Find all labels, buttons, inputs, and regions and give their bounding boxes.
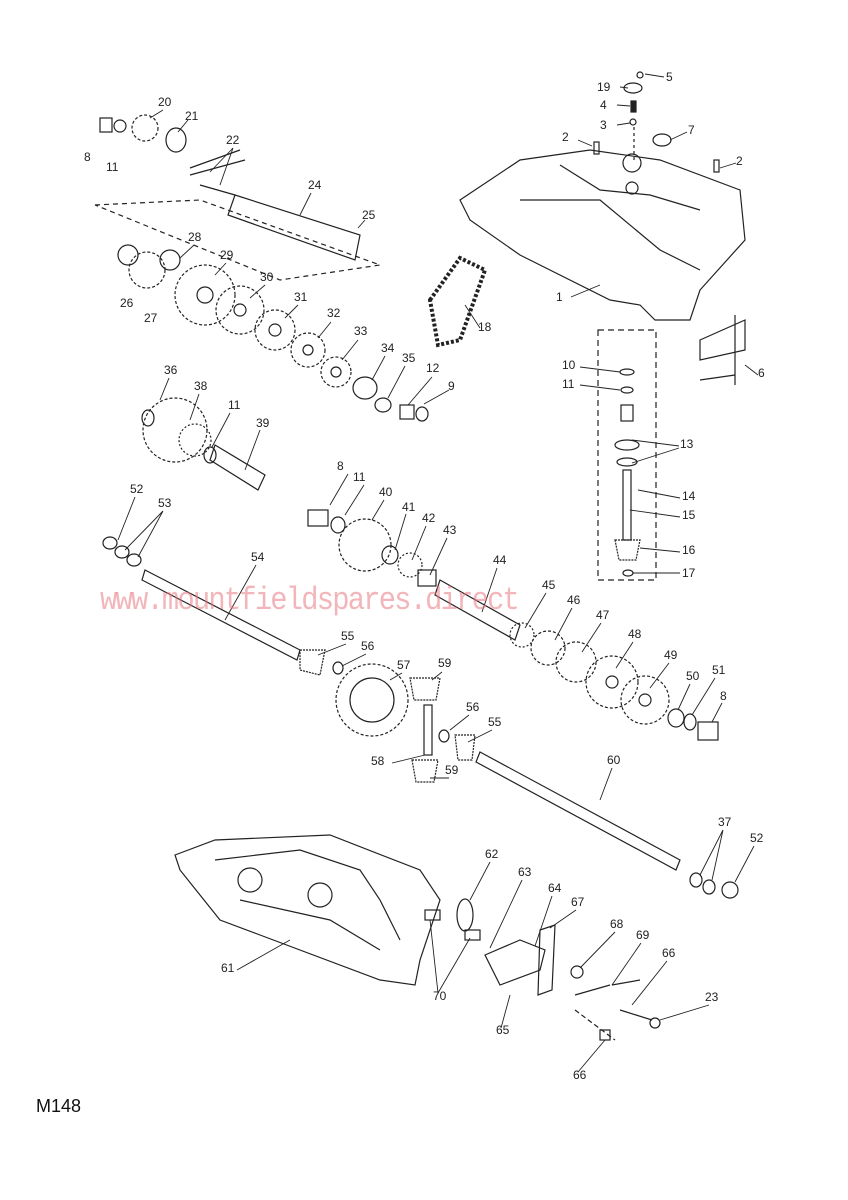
part-number-label: 45 [542, 578, 556, 592]
part-number-label: 23 [705, 990, 719, 1004]
part-number-label: 66 [662, 946, 676, 960]
part-number-label: 48 [628, 627, 642, 641]
part-number-label: 18 [478, 320, 492, 334]
part-number-label: 33 [354, 324, 368, 338]
part-number-label: 56 [361, 639, 375, 653]
part-number-label: 10 [562, 358, 576, 372]
part-number-label: 24 [308, 178, 322, 192]
part-number-label: 3 [600, 118, 607, 132]
part-number-label: 51 [712, 663, 726, 677]
part-number-label: 54 [251, 550, 265, 564]
part-number-label: 11 [562, 377, 575, 391]
part-number-label: 36 [164, 363, 178, 377]
part-number-label: 1 [556, 290, 563, 304]
part-number-label: 19 [597, 80, 611, 94]
part-number-label: 2 [736, 154, 743, 168]
part-number-label: 20 [158, 95, 172, 109]
small-parts-top [593, 71, 746, 385]
part-number-label: 67 [571, 895, 585, 909]
part-number-label: 53 [158, 496, 172, 510]
part-number-label: 28 [188, 230, 202, 244]
part-number-label: 25 [362, 208, 376, 222]
part-number-label: 43 [443, 523, 457, 537]
part-number-label: 32 [327, 306, 341, 320]
part-number-label: 22 [226, 133, 240, 147]
part-number-label: 59 [438, 656, 452, 670]
part-number-label: 63 [518, 865, 532, 879]
part-number-label: 65 [496, 1023, 510, 1037]
part-number-label: 8 [84, 150, 91, 164]
part-number-label: 64 [548, 881, 562, 895]
input-shaft-group [94, 114, 381, 289]
part-number-label: 69 [636, 928, 650, 942]
part-number-label: 15 [682, 508, 696, 522]
upper-housing [459, 149, 746, 321]
middle-gears [307, 509, 719, 741]
part-number-label: 14 [682, 489, 696, 503]
part-number-label: 13 [680, 437, 694, 451]
watermark-text: www.mountfieldspares.direct [100, 582, 520, 619]
lower-housing [174, 834, 441, 986]
part-number-label: 56 [466, 700, 480, 714]
part-number-label: 8 [337, 459, 344, 473]
part-number-label: 2 [562, 130, 569, 144]
part-number-label: 34 [381, 341, 395, 355]
part-number-label: 55 [341, 629, 355, 643]
leader-lines [117, 73, 759, 1073]
part-number-label: 55 [488, 715, 502, 729]
axle-left [102, 536, 739, 899]
gear-cluster-upper [174, 264, 429, 422]
part-number-label: 12 [426, 361, 440, 375]
part-number-label: 11 [353, 470, 366, 484]
part-number-label: 7 [688, 123, 695, 137]
brake-parts [424, 898, 661, 1041]
part-number-label: 68 [610, 917, 624, 931]
part-number-label: 30 [260, 270, 274, 284]
part-number-label: 35 [402, 351, 416, 365]
part-number-label: 4 [600, 98, 607, 112]
part-number-label: 11 [228, 398, 241, 412]
part-number-label: 47 [596, 608, 610, 622]
part-number-label: 61 [221, 961, 235, 975]
part-number-label: 52 [130, 482, 144, 496]
part-number-label: 41 [402, 500, 416, 514]
part-number-label: 29 [220, 248, 234, 262]
part-number-label: 5 [666, 70, 673, 84]
drive-chain [427, 255, 488, 348]
part-number-label: 42 [422, 511, 436, 525]
part-number-label: 66 [573, 1068, 587, 1082]
part-number-label: 70 [433, 989, 447, 1003]
part-number-label: 38 [194, 379, 208, 393]
diagram-code: M148 [36, 1096, 82, 1116]
part-number-label: 9 [448, 379, 455, 393]
pinion-shaft-stack [597, 329, 657, 581]
part-number-label: 16 [682, 543, 696, 557]
part-number-label: 27 [144, 311, 158, 325]
part-number-label: 60 [607, 753, 621, 767]
part-number-label: 50 [686, 669, 700, 683]
part-number-label: 52 [750, 831, 764, 845]
part-number-label: 37 [718, 815, 732, 829]
part-number-label: 62 [485, 847, 499, 861]
part-number-label: 46 [567, 593, 581, 607]
part-number-label: 6 [758, 366, 765, 380]
part-number-label: 17 [682, 566, 696, 580]
part-number-label: 26 [120, 296, 134, 310]
part-number-label: 40 [379, 485, 393, 499]
part-number-label: 49 [664, 648, 678, 662]
part-number-label: 31 [294, 290, 308, 304]
part-number-label: 58 [371, 754, 385, 768]
part-number-label: 57 [397, 658, 411, 672]
part-number-label: 8 [720, 689, 727, 703]
part-number-label: 21 [185, 109, 199, 123]
part-number-label: 39 [256, 416, 270, 430]
cluster-gear-38 [141, 397, 266, 491]
part-number-label: 59 [445, 763, 459, 777]
part-number-label: 44 [493, 553, 507, 567]
part-number-label: 11 [106, 160, 119, 174]
